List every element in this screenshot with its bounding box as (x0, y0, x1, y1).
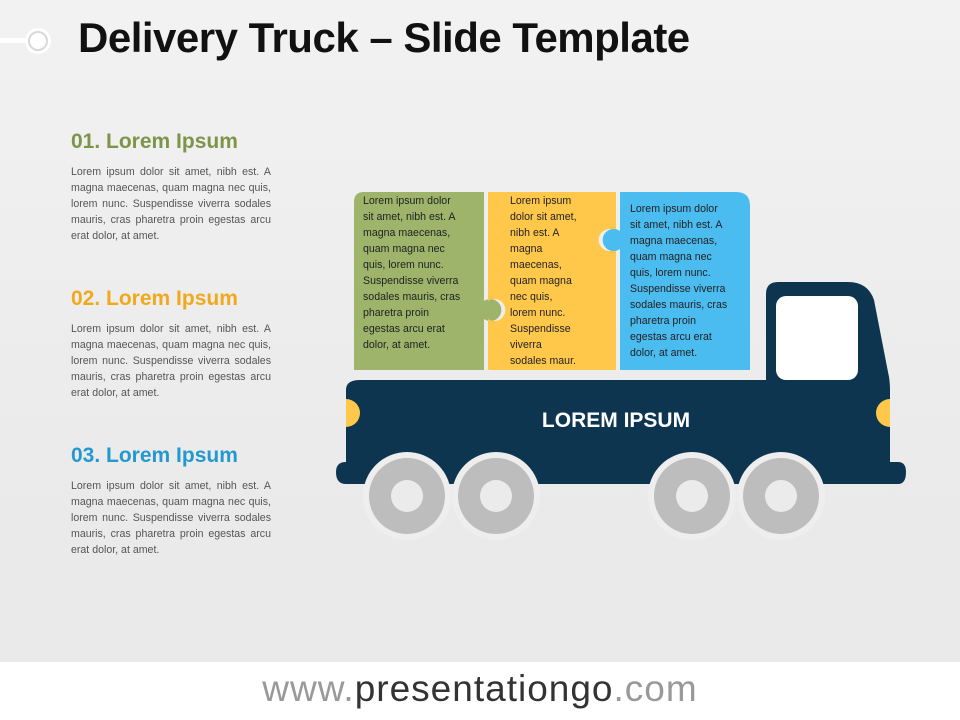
item-body: Lorem ipsum dolor sit amet, nibh est. A … (71, 480, 271, 556)
truck-body (336, 282, 906, 484)
truck-diagram (336, 192, 906, 540)
cargo-piece-yellow (488, 192, 616, 370)
item-heading: 03. Lorem Ipsum (71, 444, 238, 467)
wheel-icon (363, 452, 451, 540)
item-body: Lorem ipsum dolor sit amet, nibh est. A … (71, 323, 271, 399)
item-heading: 02. Lorem Ipsum (71, 287, 238, 310)
slide: Delivery Truck – Slide Template 01. Lore… (0, 14, 906, 558)
item-02: 02. Lorem Ipsum Lorem ipsum dolor sit am… (71, 287, 271, 401)
item-03: 03. Lorem Ipsum Lorem ipsum dolor sit am… (71, 444, 271, 558)
footer: www.presentationgo.com (0, 662, 960, 720)
front-light (876, 399, 890, 427)
wheel-icon (737, 452, 825, 540)
page-title: Delivery Truck – Slide Template (78, 14, 690, 61)
truck-window (776, 296, 858, 380)
wheel-icon (452, 452, 540, 540)
rear-light (346, 399, 360, 427)
wheel-icon (648, 452, 736, 540)
item-01: 01. Lorem Ipsum Lorem ipsum dolor sit am… (71, 130, 271, 244)
truck-label: LOREM IPSUM (541, 409, 691, 432)
cargo-piece-blue (602, 192, 750, 370)
item-body: Lorem ipsum dolor sit amet, nibh est. A … (71, 166, 271, 242)
item-heading: 01. Lorem Ipsum (71, 130, 238, 153)
footer-url[interactable]: www.presentationgo.com (262, 668, 698, 709)
pin-icon (0, 28, 51, 54)
cargo-piece-green (354, 192, 502, 370)
